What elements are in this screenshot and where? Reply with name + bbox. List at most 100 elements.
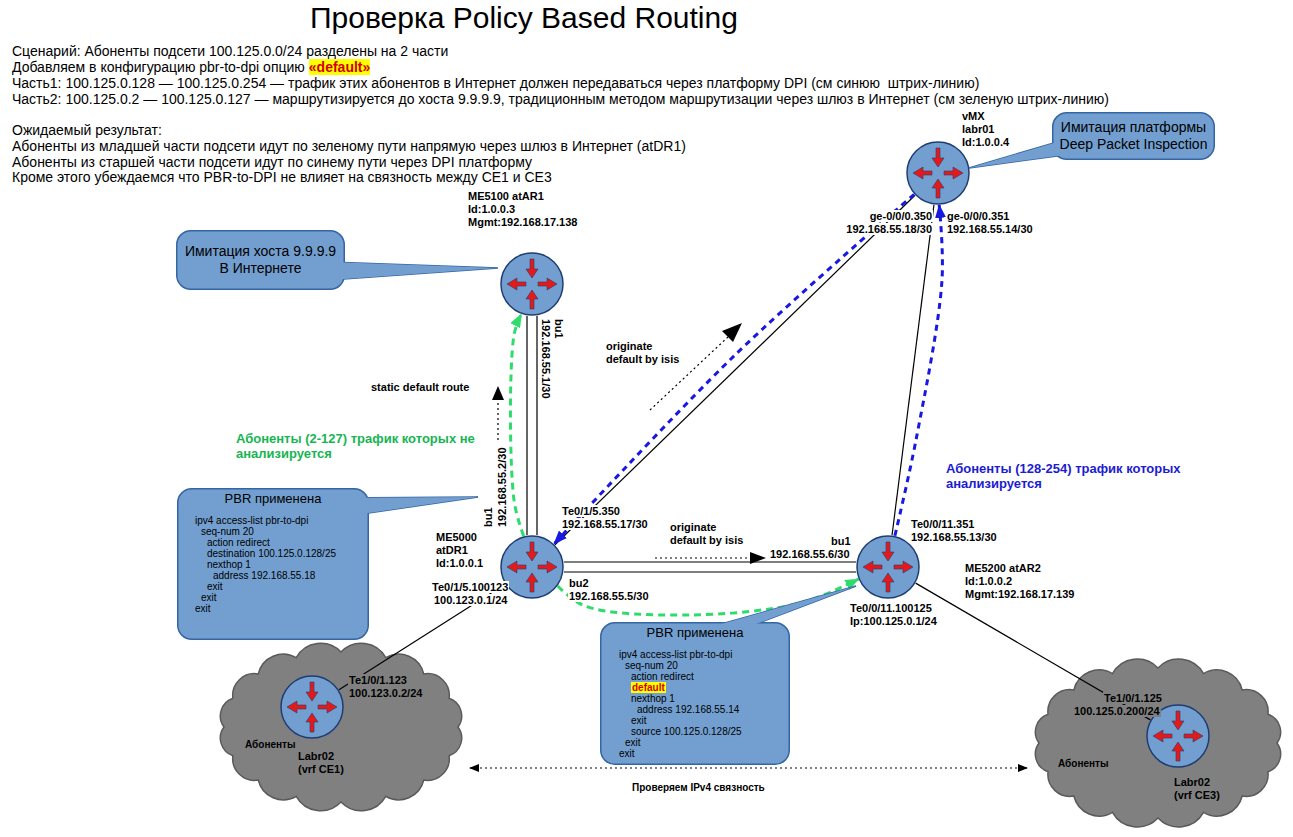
config-line: action redirect [631,671,694,682]
cloud-label: Абоненты [1058,758,1108,770]
router-arrow [1184,730,1203,742]
router-node: ME5200 atAR2 Id:1.0.0.2 Mgmt:192.168.17.… [856,535,920,599]
route-note: originate default by isis [670,521,750,547]
router-arrow [526,542,538,561]
interface-label: Te0/1/5.350 [561,505,621,517]
router-body [907,142,969,204]
interface-label: 192.168.55.13/30 [910,531,998,543]
config-line: PBR применена [183,491,363,507]
router-node: ME5000 atDR1 Id:1.0.0.1 [500,535,564,599]
cloud-label: Абоненты [245,739,295,751]
interface-label: 100.123.0.1/24 [433,594,508,606]
router-arrow [1172,711,1184,730]
router-arrow [507,561,526,573]
scenario-text: Сценарий: Абоненты подсети 100.125.0.0/2… [12,43,448,59]
interface-label: Te1/0/1.123 [348,674,408,686]
interface-label: 100.125.0.200/24 [1073,705,1161,717]
callout-tail [700,586,856,630]
callout-tail [335,497,478,515]
connector [510,314,523,536]
router-label: vMX labr01 Id:1.0.0.4 [962,110,1009,149]
router-body [281,676,343,738]
interface-label: 192.168.55.2/30 [496,446,508,528]
router-arrow [526,573,538,592]
config-line: default [631,682,666,693]
interface-label: bu1 [482,506,494,528]
callout-body [177,231,345,290]
interface-label: bu2 [568,577,590,589]
connector [555,195,915,544]
router-symbol [500,535,564,599]
config-line: exit [631,715,647,726]
config-line: exit [201,592,217,603]
static-route-arrow [492,386,504,440]
interface-label: bu1 [830,535,852,547]
router-arrow [932,179,944,198]
config-line: seq-num 20 [625,660,678,671]
config-line: destination 100.125.0.128/25 [207,548,336,559]
interface-label: Te0/0/11.100125 [849,602,933,614]
config-line: ipv4 access-list pbr-to-dpi [619,649,732,660]
config-line: address 192.168.55.14 [637,704,739,715]
callout-text: Имитация хоста 9.9.9.9 В Интернете [181,243,340,277]
scenario-text: Добавляем в конфигурацию pbr-to-dpi опци… [12,59,305,75]
cloud-outline [1035,659,1280,827]
config-line: nexthop 1 [207,559,251,570]
callout-tail [969,140,1064,168]
config-line: address 192.168.55.18 [213,570,315,581]
callout-tail [969,140,1064,168]
router-arrow [1153,730,1172,742]
route-note: originate default by isis [606,340,686,366]
router-symbol [500,252,564,316]
config-line: exit [625,737,641,748]
router-arrow [507,278,526,290]
router-label: Labr02 (vrf CE1) [298,750,354,776]
config-line: source 100.125.0.128/25 [631,726,742,737]
router-arrow [306,682,318,701]
arrowhead [722,323,742,342]
connector [892,205,934,536]
scenario-text: Кроме этого убеждаемся что PBR-to-DPI не… [12,169,552,185]
config-line: nexthop 1 [631,693,675,704]
connector [527,316,537,535]
connector [564,562,856,572]
cloud-outline [220,643,461,810]
config-line: PBR применена [606,625,784,641]
config-line: ipv4 access-list pbr-to-dpi [195,515,308,526]
config-line: exit [195,603,211,614]
router-symbol [906,141,970,205]
scenario-text: Часть2: 100.125.0.2 — 100.125.0.127 — ма… [12,91,1109,107]
interface-label: 192.168.55.6/30 [769,548,851,560]
interface-label: ge-0/0/0.350 [869,210,933,222]
connector [554,194,914,544]
config-line: action redirect [207,537,270,548]
router-arrow [538,278,557,290]
router-arrow [913,167,932,179]
connector [558,579,859,615]
callout-box: PBR применена ipv4 access-list pbr-to-dpi… [600,622,790,765]
interface-label: Ip:100.125.0.1/24 [849,615,938,627]
connector [895,205,943,536]
router-symbol [280,675,344,739]
connector [470,767,1027,768]
interface-label: 192.168.55.14/30 [946,223,1034,235]
arrowhead [492,386,504,400]
config-line: exit [619,748,635,759]
router-node: ME5100 atAR1 Id:1.0.0.3 Mgmt:192.168.17.… [500,252,564,316]
isis-default-arrow [650,323,742,410]
callout-tail [330,262,498,280]
router-arrow [863,561,882,573]
interface-label: Te0/1/5.100123 [431,581,509,593]
interface-label: 192.168.55.17/30 [561,518,649,530]
router-label: ME5100 atAR1 Id:1.0.0.3 Mgmt:192.168.17.… [468,190,577,229]
callout-tail [335,497,478,515]
router-arrow [526,259,538,278]
dotted-line [655,557,750,558]
cloud-shape [212,640,470,814]
config-line: seq-num 20 [201,526,254,537]
config-line: exit [207,581,223,592]
interface-label: Te1/0/1.125 [1103,692,1163,704]
callout-body [1053,113,1215,160]
dotted-line [497,400,498,440]
callout-box: Имитация платформы Deep Packet Inspectio… [1052,112,1215,160]
